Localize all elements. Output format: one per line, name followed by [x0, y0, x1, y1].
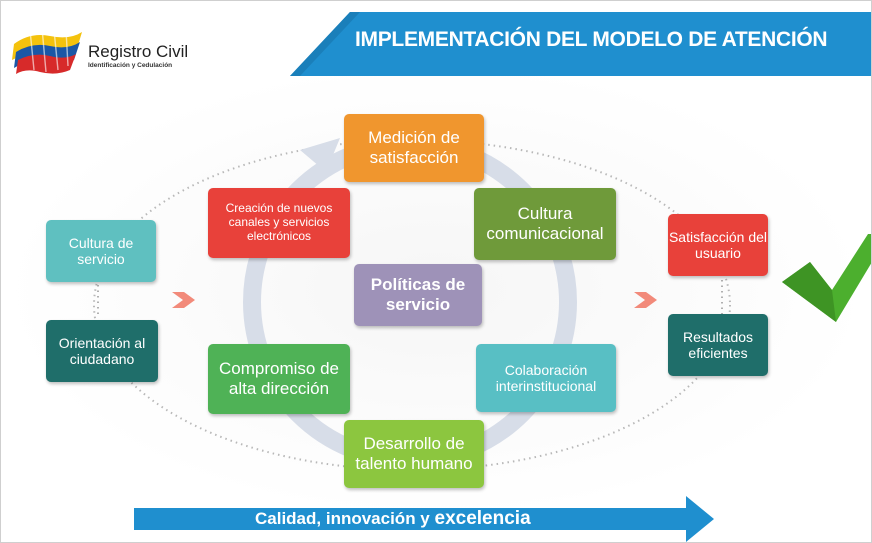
title-banner [290, 12, 872, 76]
chevron-right [634, 292, 657, 308]
box-creacion-de-nuevos-canales: Creación de nuevos canales y servicios e… [208, 188, 350, 258]
box-politicas-de-servicio: Políticas de servicio [354, 264, 482, 326]
box-cultura-comunicacional: Cultura comunicacional [474, 188, 616, 260]
box-compromiso-de-alta-direccion: Compromiso de alta dirección [208, 344, 350, 414]
banner-title: IMPLEMENTACIÓN DEL MODELO DE ATENCIÓN [355, 28, 828, 51]
chevron-left [172, 292, 195, 308]
box-medicion-de-satisfaccion: Medición de satisfacción [344, 114, 484, 182]
box-satisfaccion-del-usuario: Satisfacción del usuario [668, 214, 768, 276]
box-colaboracion-interinstitucional: Colaboración interinstitucional [476, 344, 616, 412]
box-desarrollo-de-talento-humano: Desarrollo de talento humano [344, 420, 484, 488]
logo-subtitle: Identificación y Cedulación [88, 62, 173, 69]
footer-text-emphasis: excelencia [434, 508, 531, 529]
footer-text: Calidad, innovación y excelencia [255, 508, 531, 530]
registro-civil-logo [12, 27, 82, 74]
box-cultura-de-servicio: Cultura de servicio [46, 220, 156, 282]
box-orientacion-al-ciudadano: Orientación al ciudadano [46, 320, 158, 382]
check-icon [782, 234, 872, 322]
logo-name: Registro Civil [88, 42, 189, 61]
footer-text-prefix: Calidad, innovación y [255, 509, 430, 528]
box-resultados-eficientes: Resultados eficientes [668, 314, 768, 376]
footer-arrow [134, 496, 714, 542]
cycle-arrowhead [300, 138, 340, 172]
